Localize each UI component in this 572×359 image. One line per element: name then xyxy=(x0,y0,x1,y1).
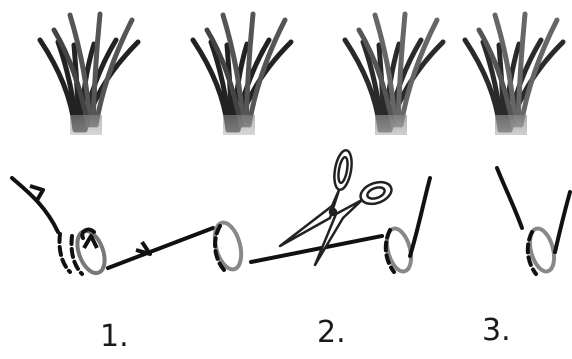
lash-bundle-1 xyxy=(40,14,138,135)
step-3-label: 3. xyxy=(482,316,511,346)
knot-loop-2 xyxy=(210,220,382,273)
lash-bundle-4 xyxy=(465,14,563,135)
lash-bundle-2 xyxy=(193,14,291,135)
knot-loop-4 xyxy=(497,168,570,274)
step-2-label: 2. xyxy=(317,318,346,348)
lash-bundle-3 xyxy=(345,14,443,135)
step-1-label: 1. xyxy=(100,322,129,352)
direction-arrow-icon xyxy=(136,242,150,254)
scissors-icon xyxy=(280,149,394,265)
